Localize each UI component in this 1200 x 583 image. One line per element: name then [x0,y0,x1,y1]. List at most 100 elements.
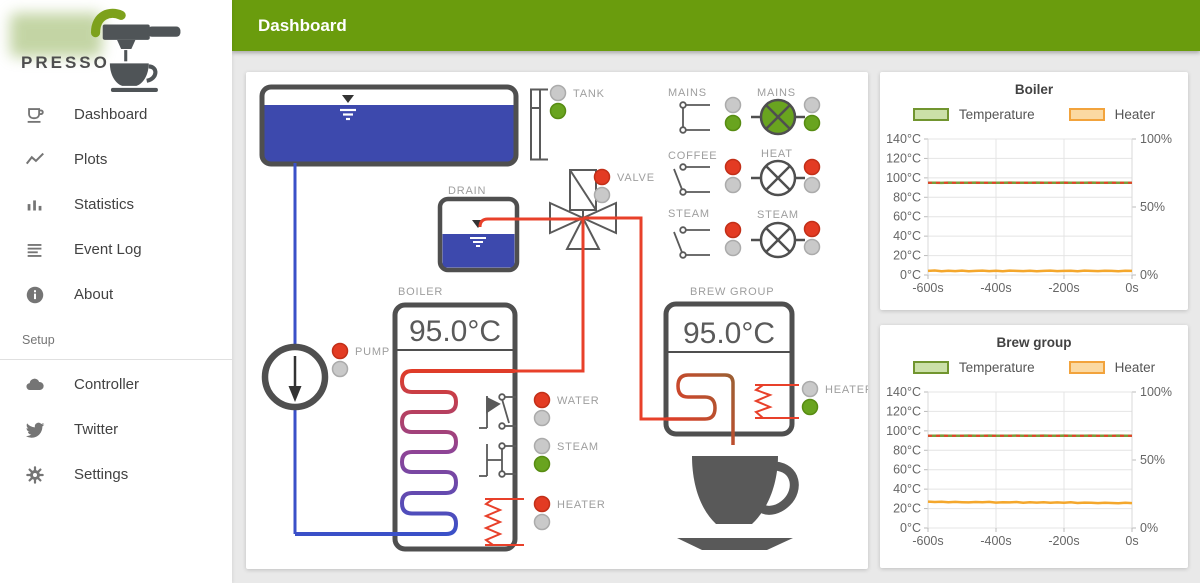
chart-legend: Temperature Heater [880,105,1188,123]
svg-text:-400s: -400s [980,281,1011,293]
sidebar-item-label: Event Log [74,241,142,258]
svg-text:0s: 0s [1125,281,1138,293]
pump-led-2 [331,360,349,378]
machine-diagram-card: TANK DRAIN BOILER 95.0°C [246,72,873,569]
steam-switch-label: STEAM [668,208,710,220]
coffee-switch-label: COFFEE [668,150,717,162]
svg-text:-200s: -200s [1048,281,1079,293]
svg-text:-600s: -600s [912,534,943,548]
brew-group: BREW GROUP 95.0°C [663,286,795,437]
svg-text:50%: 50% [1140,200,1165,214]
heat-lamp [751,159,805,197]
steam-lamp [751,221,805,259]
svg-text:80°C: 80°C [893,443,921,457]
boiler-temperature: 95.0°C [409,315,501,348]
logo-blur-patch [10,13,102,57]
app-logo: PRESSO [0,0,232,92]
steam-label: STEAM [557,441,599,453]
svg-text:140°C: 140°C [886,385,921,399]
svg-text:-600s: -600s [912,281,943,293]
svg-text:60°C: 60°C [893,210,921,224]
mains-switch-label: MAINS [668,87,707,99]
boiler-water-switch [479,393,516,430]
sidebar-item-about[interactable]: About [0,272,232,317]
boiler-heater-label: HEATER [557,499,606,511]
boiler-chart-plot: 0°C20°C40°C60°C80°C100°C120°C140°C0%50%1… [886,132,1172,293]
coffee-switch [673,163,710,196]
brew-coil [666,373,735,445]
drain-tank [437,196,520,273]
brew-group-chart-plot: 0°C20°C40°C60°C80°C100°C120°C140°C0%50%1… [886,385,1172,548]
coffee-switch-led-1 [724,158,742,176]
svg-text:100%: 100% [1140,385,1172,399]
sidebar-divider [0,359,232,360]
svg-text:20°C: 20°C [893,502,921,516]
gear-icon [26,465,44,484]
svg-text:40°C: 40°C [893,229,921,243]
boiler-label: BOILER [398,286,443,298]
sidebar-item-event-log[interactable]: Event Log [0,227,232,272]
steam-switch-led-1 [724,221,742,239]
mains-switch [679,101,710,134]
sidebar-item-twitter[interactable]: Twitter [0,407,232,452]
sidebar: PRESSO Dashboard Plots [0,0,232,583]
sidebar-item-plots[interactable]: Plots [0,137,232,182]
svg-text:0%: 0% [1140,521,1158,535]
line-chart-icon [25,152,44,164]
sidebar-item-settings[interactable]: Settings [0,452,232,497]
boiler-coil [295,369,515,536]
chart-title: Brew group [996,335,1072,350]
main-content: TANK DRAIN BOILER 95.0°C [232,51,1200,583]
heat-lamp-led-2 [803,176,821,194]
sidebar-item-controller[interactable]: Controller [0,362,232,407]
heat-lamp-label: HEAT [761,148,793,160]
steam-lamp-led-1 [803,220,821,238]
sidebar-item-statistics[interactable]: Statistics [0,182,232,227]
svg-text:-400s: -400s [980,534,1011,548]
svg-text:80°C: 80°C [893,190,921,204]
pump-label: PUMP [355,346,390,358]
tank-label: TANK [573,88,605,100]
sidebar-nav: Dashboard Plots Statistics [0,92,232,497]
bar-chart-icon [27,199,42,210]
chart-legend: Temperature Heater [880,358,1188,376]
boiler-steam-switch [479,442,516,478]
steam-switch [673,226,710,259]
boiler-heater-led-1 [533,495,551,513]
header-bar: Dashboard [232,0,1200,51]
drain-label: DRAIN [448,185,486,197]
brew-heater-led-1 [801,380,819,398]
tank-led-1 [549,84,567,102]
sidebar-item-label: About [74,286,114,303]
svg-text:50%: 50% [1140,453,1165,467]
svg-text:0%: 0% [1140,268,1158,282]
brew-heater-element [753,384,799,419]
page-title: Dashboard [258,15,347,35]
sidebar-item-label: Statistics [74,196,135,213]
heater-legend-swatch [1068,360,1105,374]
saucer [677,538,793,550]
svg-text:-200s: -200s [1048,534,1079,548]
boiler-heater-led-2 [533,513,551,531]
coffee-cup [677,456,799,550]
sidebar-item-label: Dashboard [74,106,148,123]
svg-text:0s: 0s [1125,534,1138,548]
boiler: BOILER 95.0°C [392,286,518,552]
brew-heater-led-2 [801,398,819,416]
list-lines-icon [27,243,42,257]
pump [261,343,329,411]
svg-text:100°C: 100°C [886,171,921,185]
sidebar-item-label: Settings [74,466,129,483]
sidebar-item-dashboard[interactable]: Dashboard [0,92,232,137]
svg-text:60°C: 60°C [893,463,921,477]
heater-legend-label: Heater [1114,106,1156,122]
steam-led-2 [533,455,551,473]
mains-lamp-led-2 [803,114,821,132]
mains-lamp-led-1 [803,96,821,114]
espresso-machine-icon [90,8,181,92]
steam-switch-led-2 [724,239,742,257]
tank-led-2 [549,102,567,120]
